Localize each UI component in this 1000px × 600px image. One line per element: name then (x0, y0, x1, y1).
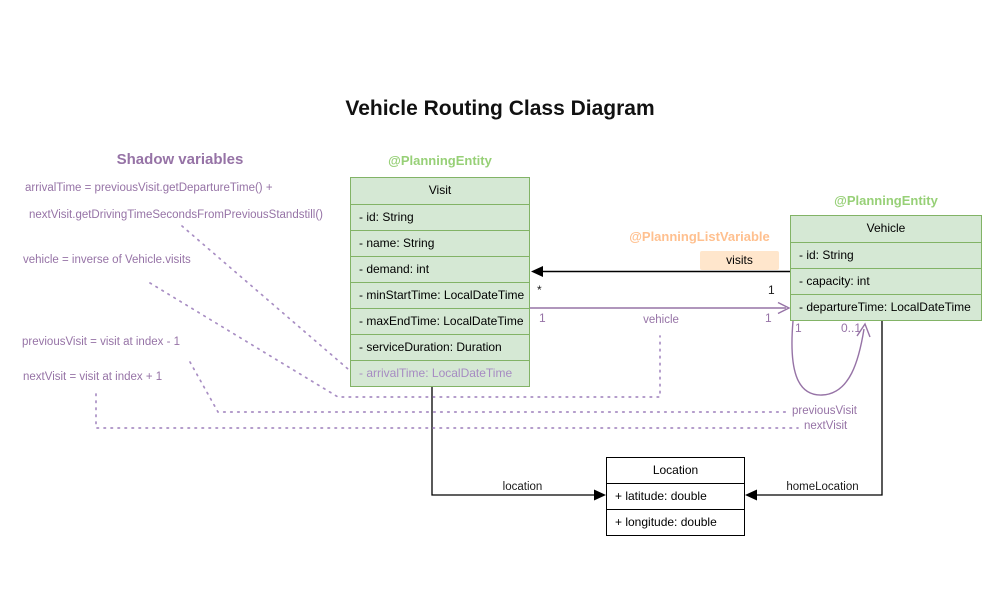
shadow-note-arrivaltime-1: arrivalTime = previousVisit.getDeparture… (25, 182, 273, 194)
visits-association-label: visits (700, 251, 779, 270)
visit-attribute: - demand: int (351, 256, 529, 282)
home-location-role-label: homeLocation (786, 481, 859, 493)
location-role-label: location (502, 481, 543, 493)
vehicle-association-line (530, 301, 791, 315)
shadow-note-arrivaltime-2: nextVisit.getDrivingTimeSecondsFromPrevi… (29, 209, 323, 221)
vehicle-attribute: - id: String (791, 242, 981, 268)
vehicle-stereotype-label: @PlanningEntity (834, 193, 938, 208)
shadow-variables-heading: Shadow variables (116, 151, 244, 168)
planning-list-variable-label: @PlanningListVariable (629, 229, 770, 244)
visit-class-name: Visit (428, 183, 452, 197)
visit-attribute: - maxEndTime: LocalDateTime (351, 308, 529, 334)
vehicle-multiplicity-visit-end: 1 (539, 311, 546, 325)
shadow-note-vehicle: vehicle = inverse of Vehicle.visits (23, 254, 191, 266)
visits-multiplicity-visit-end: * (537, 283, 542, 297)
vehicle-class-box: Vehicle - id: String - capacity: int - d… (790, 215, 982, 321)
vehicle-attribute: - departureTime: LocalDateTime (791, 294, 981, 320)
diagram-title: Vehicle Routing Class Diagram (345, 97, 655, 120)
next-visit-role-label: nextVisit (804, 420, 848, 432)
location-class-box: Location + latitude: double + longitude:… (606, 457, 745, 536)
location-attribute: + longitude: double (607, 509, 744, 535)
location-attribute: + latitude: double (607, 483, 744, 509)
vehicle-role-label: vehicle (643, 314, 679, 326)
vehicle-class-name: Vehicle (866, 221, 906, 235)
shadow-note-nextvisit: nextVisit = visit at index + 1 (23, 371, 163, 383)
vehicle-attribute: - capacity: int (791, 268, 981, 294)
self-loop-multiplicity-left: 1 (795, 321, 802, 335)
visit-class-box: Visit - id: String - name: String - dema… (350, 177, 530, 387)
visit-attribute-arrivaltime: - arrivalTime: LocalDateTime (351, 360, 529, 386)
visits-multiplicity-vehicle-end: 1 (768, 283, 775, 297)
shadow-note-previousvisit: previousVisit = visit at index - 1 (22, 336, 180, 348)
visit-stereotype-label: @PlanningEntity (388, 153, 492, 168)
visit-attribute: - name: String (351, 230, 529, 256)
previous-visit-role-label: previousVisit (792, 405, 857, 417)
vehicle-multiplicity-vehicle-end: 1 (765, 311, 772, 325)
visit-attribute: - serviceDuration: Duration (351, 334, 529, 360)
location-class-name: Location (652, 463, 699, 477)
self-loop-multiplicity-right: 0..1 (841, 321, 862, 335)
dotted-link-nextvisit (95, 393, 799, 429)
visit-attribute: - minStartTime: LocalDateTime (351, 282, 529, 308)
dotted-link-arrivaltime (181, 225, 349, 370)
visit-attribute: - id: String (351, 204, 529, 230)
